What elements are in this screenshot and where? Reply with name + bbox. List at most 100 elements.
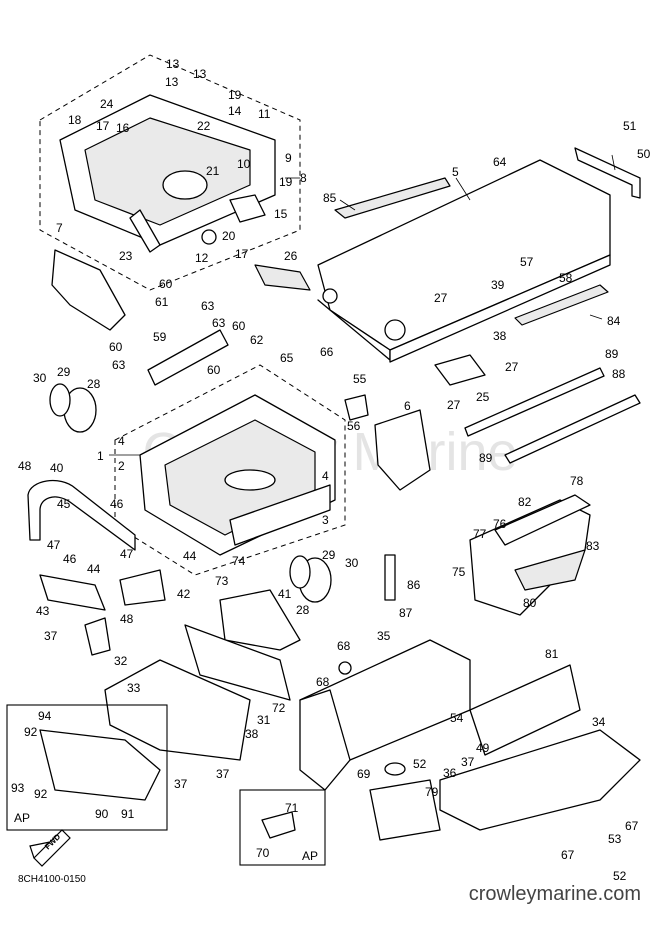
inset-ap-label-left: AP	[14, 811, 30, 825]
part-label: 13	[166, 57, 180, 71]
cover-part-82	[494, 494, 591, 546]
hull-part-34	[439, 729, 641, 831]
website-label: crowleymarine.com	[469, 883, 641, 905]
strip-part-84	[514, 284, 609, 326]
part-label: 2	[118, 459, 125, 473]
part-label: 88	[612, 367, 626, 381]
part-label: 63	[212, 316, 226, 330]
part-label: 47	[120, 547, 134, 561]
part-label: 30	[33, 371, 47, 385]
part-label: 92	[24, 725, 38, 739]
part-label: 68	[316, 675, 330, 689]
part-label: 69	[357, 767, 371, 781]
panel-part-79	[369, 779, 441, 841]
part-label: 37	[216, 767, 230, 781]
part-label: 21	[206, 164, 220, 178]
part-label: 66	[320, 345, 334, 359]
center-frame-part-1	[139, 394, 336, 556]
part-label: 85	[323, 191, 337, 205]
part-label: 31	[257, 713, 271, 727]
part-label: 89	[605, 347, 619, 361]
runner-part-88	[464, 367, 605, 437]
part-label: 47	[47, 538, 61, 552]
bracket-part-55	[344, 394, 369, 421]
part-label: 36	[443, 766, 457, 780]
ring-part-29b	[289, 555, 311, 589]
part-label: 60	[159, 277, 173, 291]
part-label: 19	[279, 175, 293, 189]
part-label: 5	[452, 165, 459, 179]
plate-part-26	[254, 264, 311, 291]
part-label: 67	[561, 848, 575, 862]
part-label: 20	[222, 229, 236, 243]
part-label: 57	[520, 255, 534, 269]
part-label: 27	[505, 360, 519, 374]
part-label: 79	[425, 785, 439, 799]
inset-box-center	[239, 789, 326, 866]
cover-part-80	[514, 549, 586, 591]
part-label: 23	[119, 249, 133, 263]
part-label: 16	[116, 121, 130, 135]
part-label: 81	[545, 647, 559, 661]
part-label: 41	[278, 587, 292, 601]
part-label: 76	[493, 517, 507, 531]
part-label: 67	[625, 819, 639, 833]
part-label: 77	[473, 527, 487, 541]
part-label: 14	[228, 104, 242, 118]
part-label: 38	[245, 727, 259, 741]
part-label: 61	[155, 295, 169, 309]
part-label: 51	[623, 119, 637, 133]
assembly-outline-8	[39, 54, 301, 291]
part-label: 22	[197, 119, 211, 133]
part-label: 50	[637, 147, 651, 161]
part-label: 17	[235, 247, 249, 261]
part-label: 37	[461, 755, 475, 769]
part-label: 19	[228, 88, 242, 102]
part-label: 93	[11, 781, 25, 795]
bracket-part-25	[434, 354, 486, 386]
part-label: 38	[493, 329, 507, 343]
part-label: 34	[592, 715, 606, 729]
part-label: 29	[57, 365, 71, 379]
part-label: 3	[322, 513, 329, 527]
part-label: 11	[258, 107, 271, 121]
ring-part-29	[49, 383, 71, 417]
part-label: 64	[493, 155, 507, 169]
part-label: 9	[285, 151, 292, 165]
part-label: 83	[586, 539, 600, 553]
part-label: 75	[452, 565, 466, 579]
part-label: 26	[284, 249, 298, 263]
part-label: 63	[112, 358, 126, 372]
part-label: 13	[193, 67, 207, 81]
part-label: 63	[201, 299, 215, 313]
strip-part-85	[334, 177, 451, 219]
part-label: 73	[215, 574, 229, 588]
part-label: 44	[87, 562, 101, 576]
part-label: 82	[518, 495, 532, 509]
part-label: 40	[50, 461, 64, 475]
part-label: 53	[608, 832, 622, 846]
part-label: 91	[121, 807, 135, 821]
part-label: 30	[345, 556, 359, 570]
part-label: 62	[250, 333, 264, 347]
bracket-part-32	[84, 617, 111, 656]
bracket-part-70	[261, 811, 296, 839]
part-label: 74	[232, 554, 246, 568]
part-label: 68	[337, 639, 351, 653]
part-label: 4	[322, 469, 329, 483]
part-label: 52	[413, 757, 427, 771]
part-label: 58	[559, 271, 573, 285]
part-label: 27	[447, 398, 461, 412]
part-label: 89	[479, 451, 493, 465]
part-label: 1	[97, 449, 104, 463]
part-label: 70	[256, 846, 270, 860]
leader-lines	[109, 154, 616, 456]
part-label: 48	[120, 612, 134, 626]
inset-box-left	[6, 704, 168, 831]
part-label: 13	[165, 75, 179, 89]
part-label: 42	[177, 587, 191, 601]
part-label: 49	[476, 741, 490, 755]
part-label: 55	[353, 372, 367, 386]
part-label: 7	[56, 221, 63, 235]
bracket-part-6	[374, 409, 431, 491]
